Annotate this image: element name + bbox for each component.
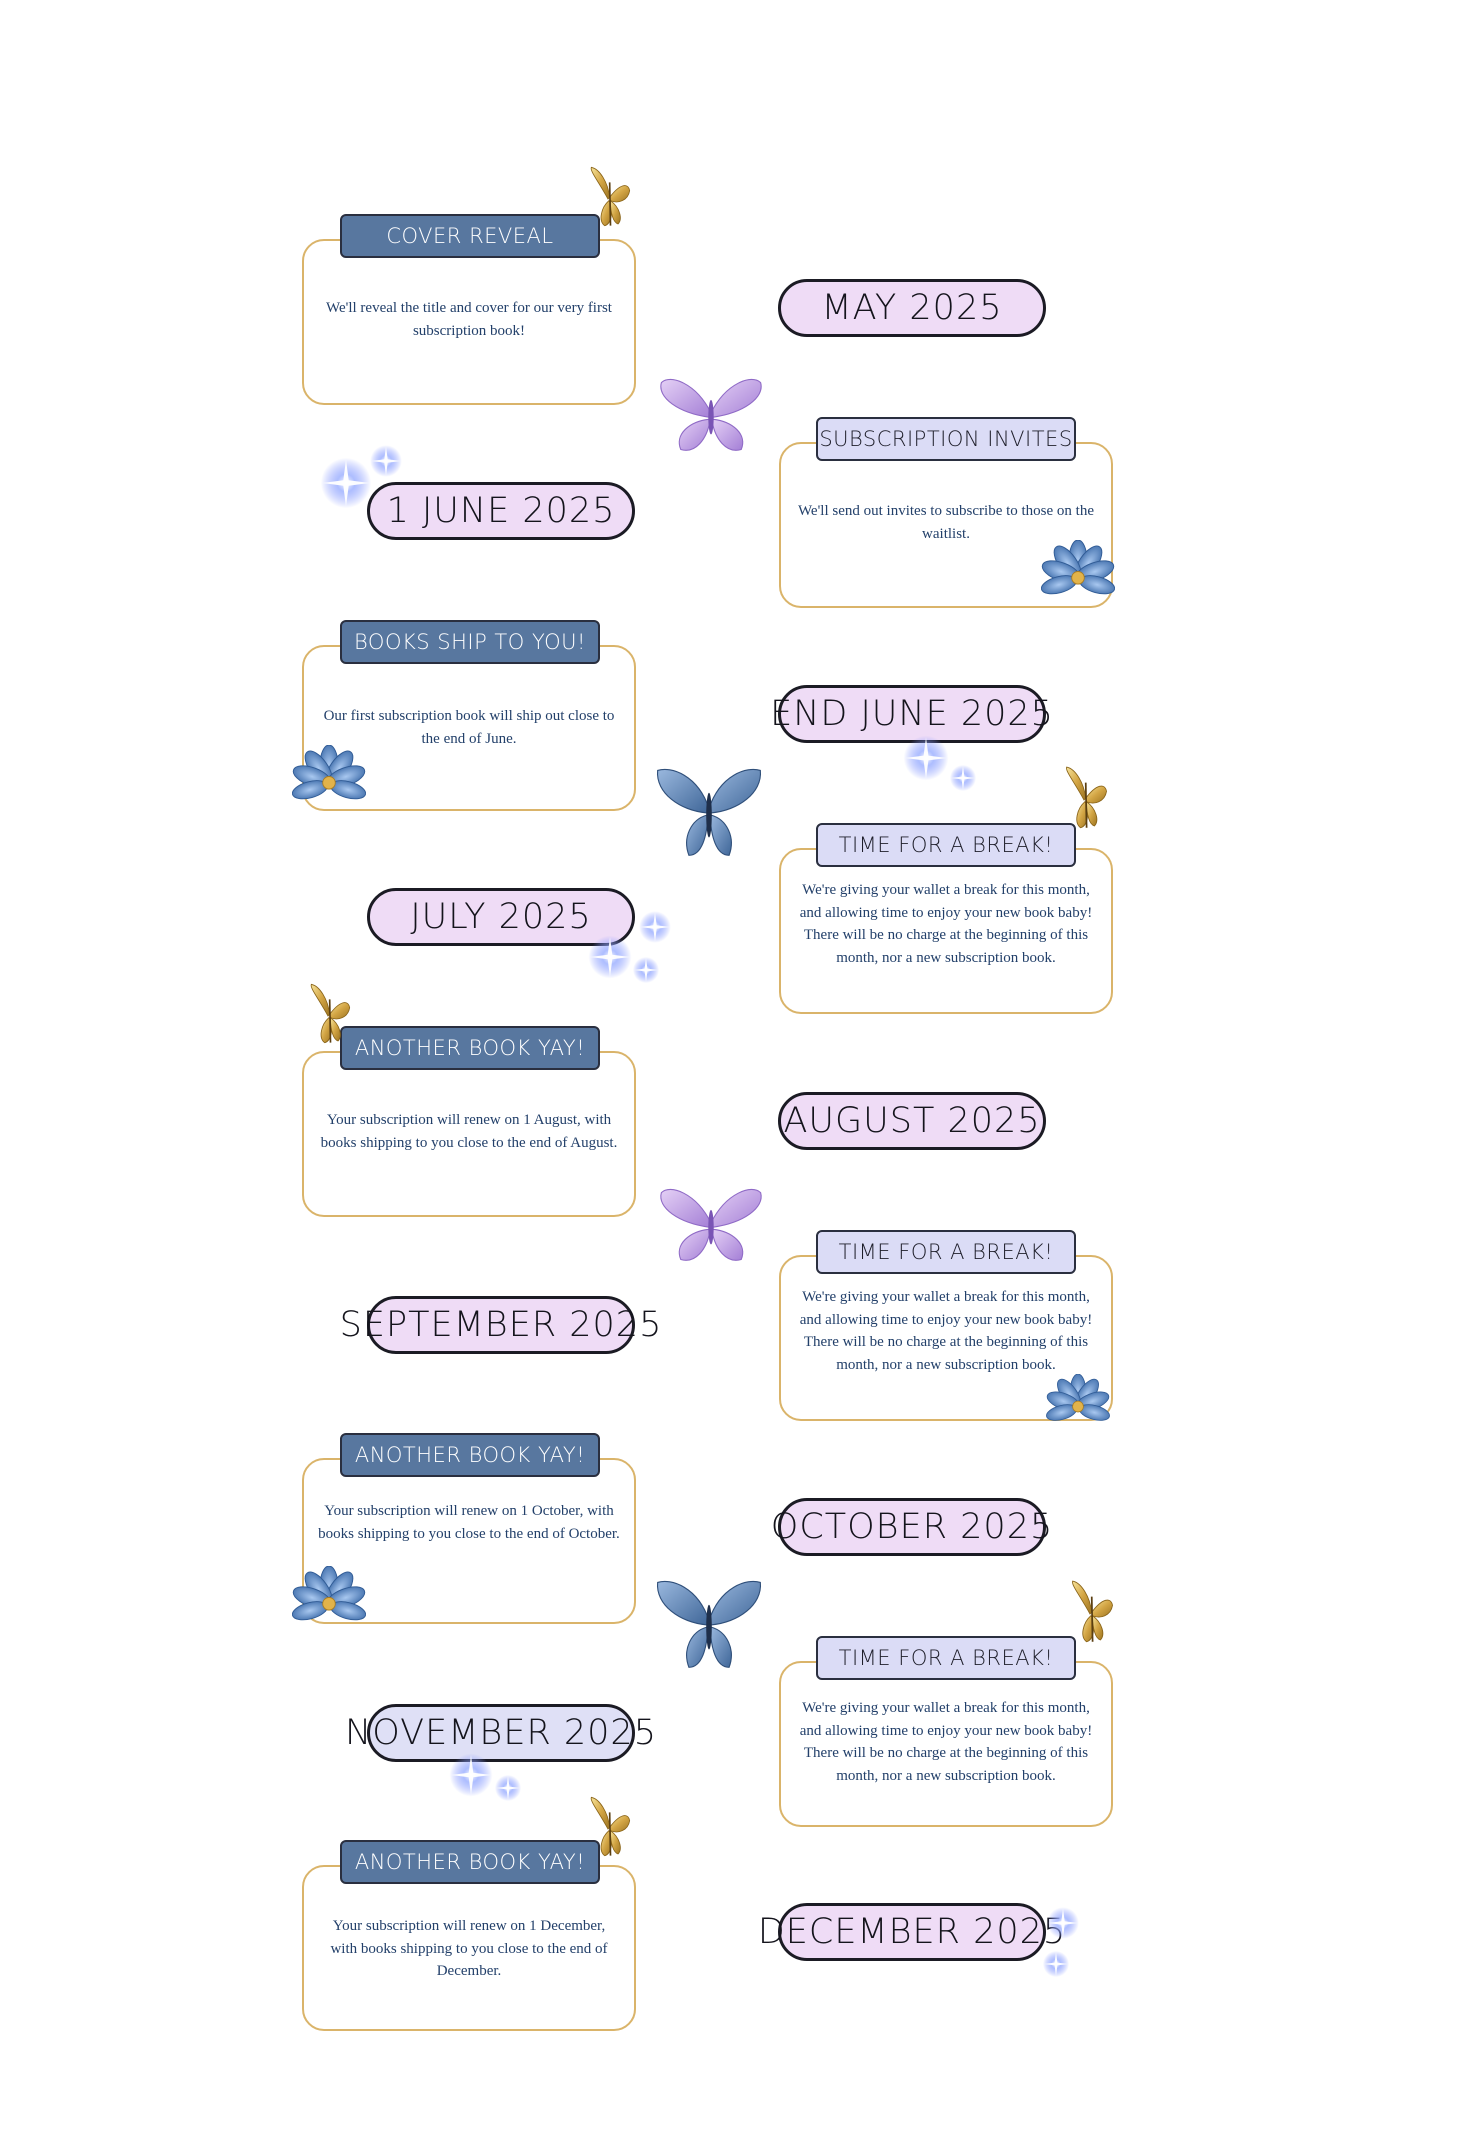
event-description: Our first subscription book will ship ou…: [323, 708, 615, 747]
event-title: SUBSCRIPTION INVITES: [816, 417, 1076, 461]
month-pill: END JUNE 2025: [770, 685, 1053, 743]
event-card-break: We're giving your wallet a break for thi…: [779, 848, 1113, 1014]
sparkle-icon: [949, 764, 977, 792]
sparkle-icon: [632, 956, 660, 984]
month-pill: JULY 2025: [367, 888, 635, 946]
blue-butterfly-icon: [653, 1578, 765, 1674]
gold-butterfly-icon: [303, 980, 353, 1052]
event-card-another-book: Your subscription will renew on 1 Decemb…: [302, 1865, 636, 2031]
event-title: ANOTHER BOOK YAY!: [340, 1840, 600, 1884]
blue-flower-icon: [1037, 1374, 1119, 1436]
event-title: BOOKS SHIP TO YOU!: [340, 620, 600, 664]
gold-butterfly-icon: [583, 163, 633, 235]
event-card-another-book: Your subscription will renew on 1 August…: [302, 1051, 636, 1217]
event-description: Your subscription will renew on 1 Octobe…: [318, 1503, 620, 1542]
gold-butterfly-icon: [583, 1793, 633, 1865]
sparkle-icon: [494, 1774, 522, 1802]
event-title: TIME FOR A BREAK!: [816, 1230, 1076, 1274]
event-description: We're giving your wallet a break for thi…: [799, 882, 1093, 966]
sparkle-icon: [319, 456, 373, 510]
sparkle-icon: [638, 910, 672, 944]
event-card-break: We're giving your wallet a break for thi…: [779, 1661, 1113, 1827]
month-pill: SEPTEMBER 2025: [340, 1296, 661, 1354]
event-description: We're giving your wallet a break for thi…: [799, 1289, 1093, 1373]
event-title: TIME FOR A BREAK!: [816, 1636, 1076, 1680]
event-description: Your subscription will renew on 1 August…: [320, 1112, 618, 1151]
sparkle-icon: [902, 734, 950, 782]
month-pill: AUGUST 2025: [778, 1092, 1046, 1150]
month-pill: DECEMBER 2025: [758, 1903, 1065, 1961]
sparkle-icon: [369, 444, 403, 478]
blue-butterfly-icon: [653, 766, 765, 862]
gold-butterfly-icon: [1064, 1576, 1116, 1652]
gold-butterfly-icon: [1058, 762, 1110, 838]
month-pill: 1 JUNE 2025: [367, 482, 635, 540]
event-description: Your subscription will renew on 1 Decemb…: [330, 1918, 608, 1979]
blue-flower-icon: [281, 745, 377, 817]
event-card-books-ship: Our first subscription book will ship ou…: [302, 645, 636, 811]
month-pill: MAY 2025: [778, 279, 1046, 337]
sparkle-icon: [1042, 1950, 1070, 1978]
event-card-cover-reveal: We'll reveal the title and cover for our…: [302, 239, 636, 405]
month-pill: NOVEMBER 2025: [345, 1704, 656, 1762]
sparkle-icon: [1046, 1906, 1080, 1940]
sparkle-icon: [448, 1752, 494, 1798]
event-title: ANOTHER BOOK YAY!: [340, 1433, 600, 1477]
event-card-another-book: Your subscription will renew on 1 Octobe…: [302, 1458, 636, 1624]
month-pill: OCTOBER 2025: [771, 1498, 1052, 1556]
event-description: We'll reveal the title and cover for our…: [326, 300, 612, 339]
event-title: TIME FOR A BREAK!: [816, 823, 1076, 867]
event-title: COVER REVEAL: [340, 214, 600, 258]
event-description: We're giving your wallet a break for thi…: [799, 1700, 1093, 1784]
purple-butterfly-icon: [657, 1184, 765, 1266]
event-description: We'll send out invites to subscribe to t…: [797, 503, 1095, 542]
blue-flower-icon: [281, 1566, 377, 1638]
event-title: ANOTHER BOOK YAY!: [340, 1026, 600, 1070]
sparkle-icon: [587, 934, 633, 980]
blue-flower-icon: [1031, 540, 1125, 612]
purple-butterfly-icon: [657, 374, 765, 456]
